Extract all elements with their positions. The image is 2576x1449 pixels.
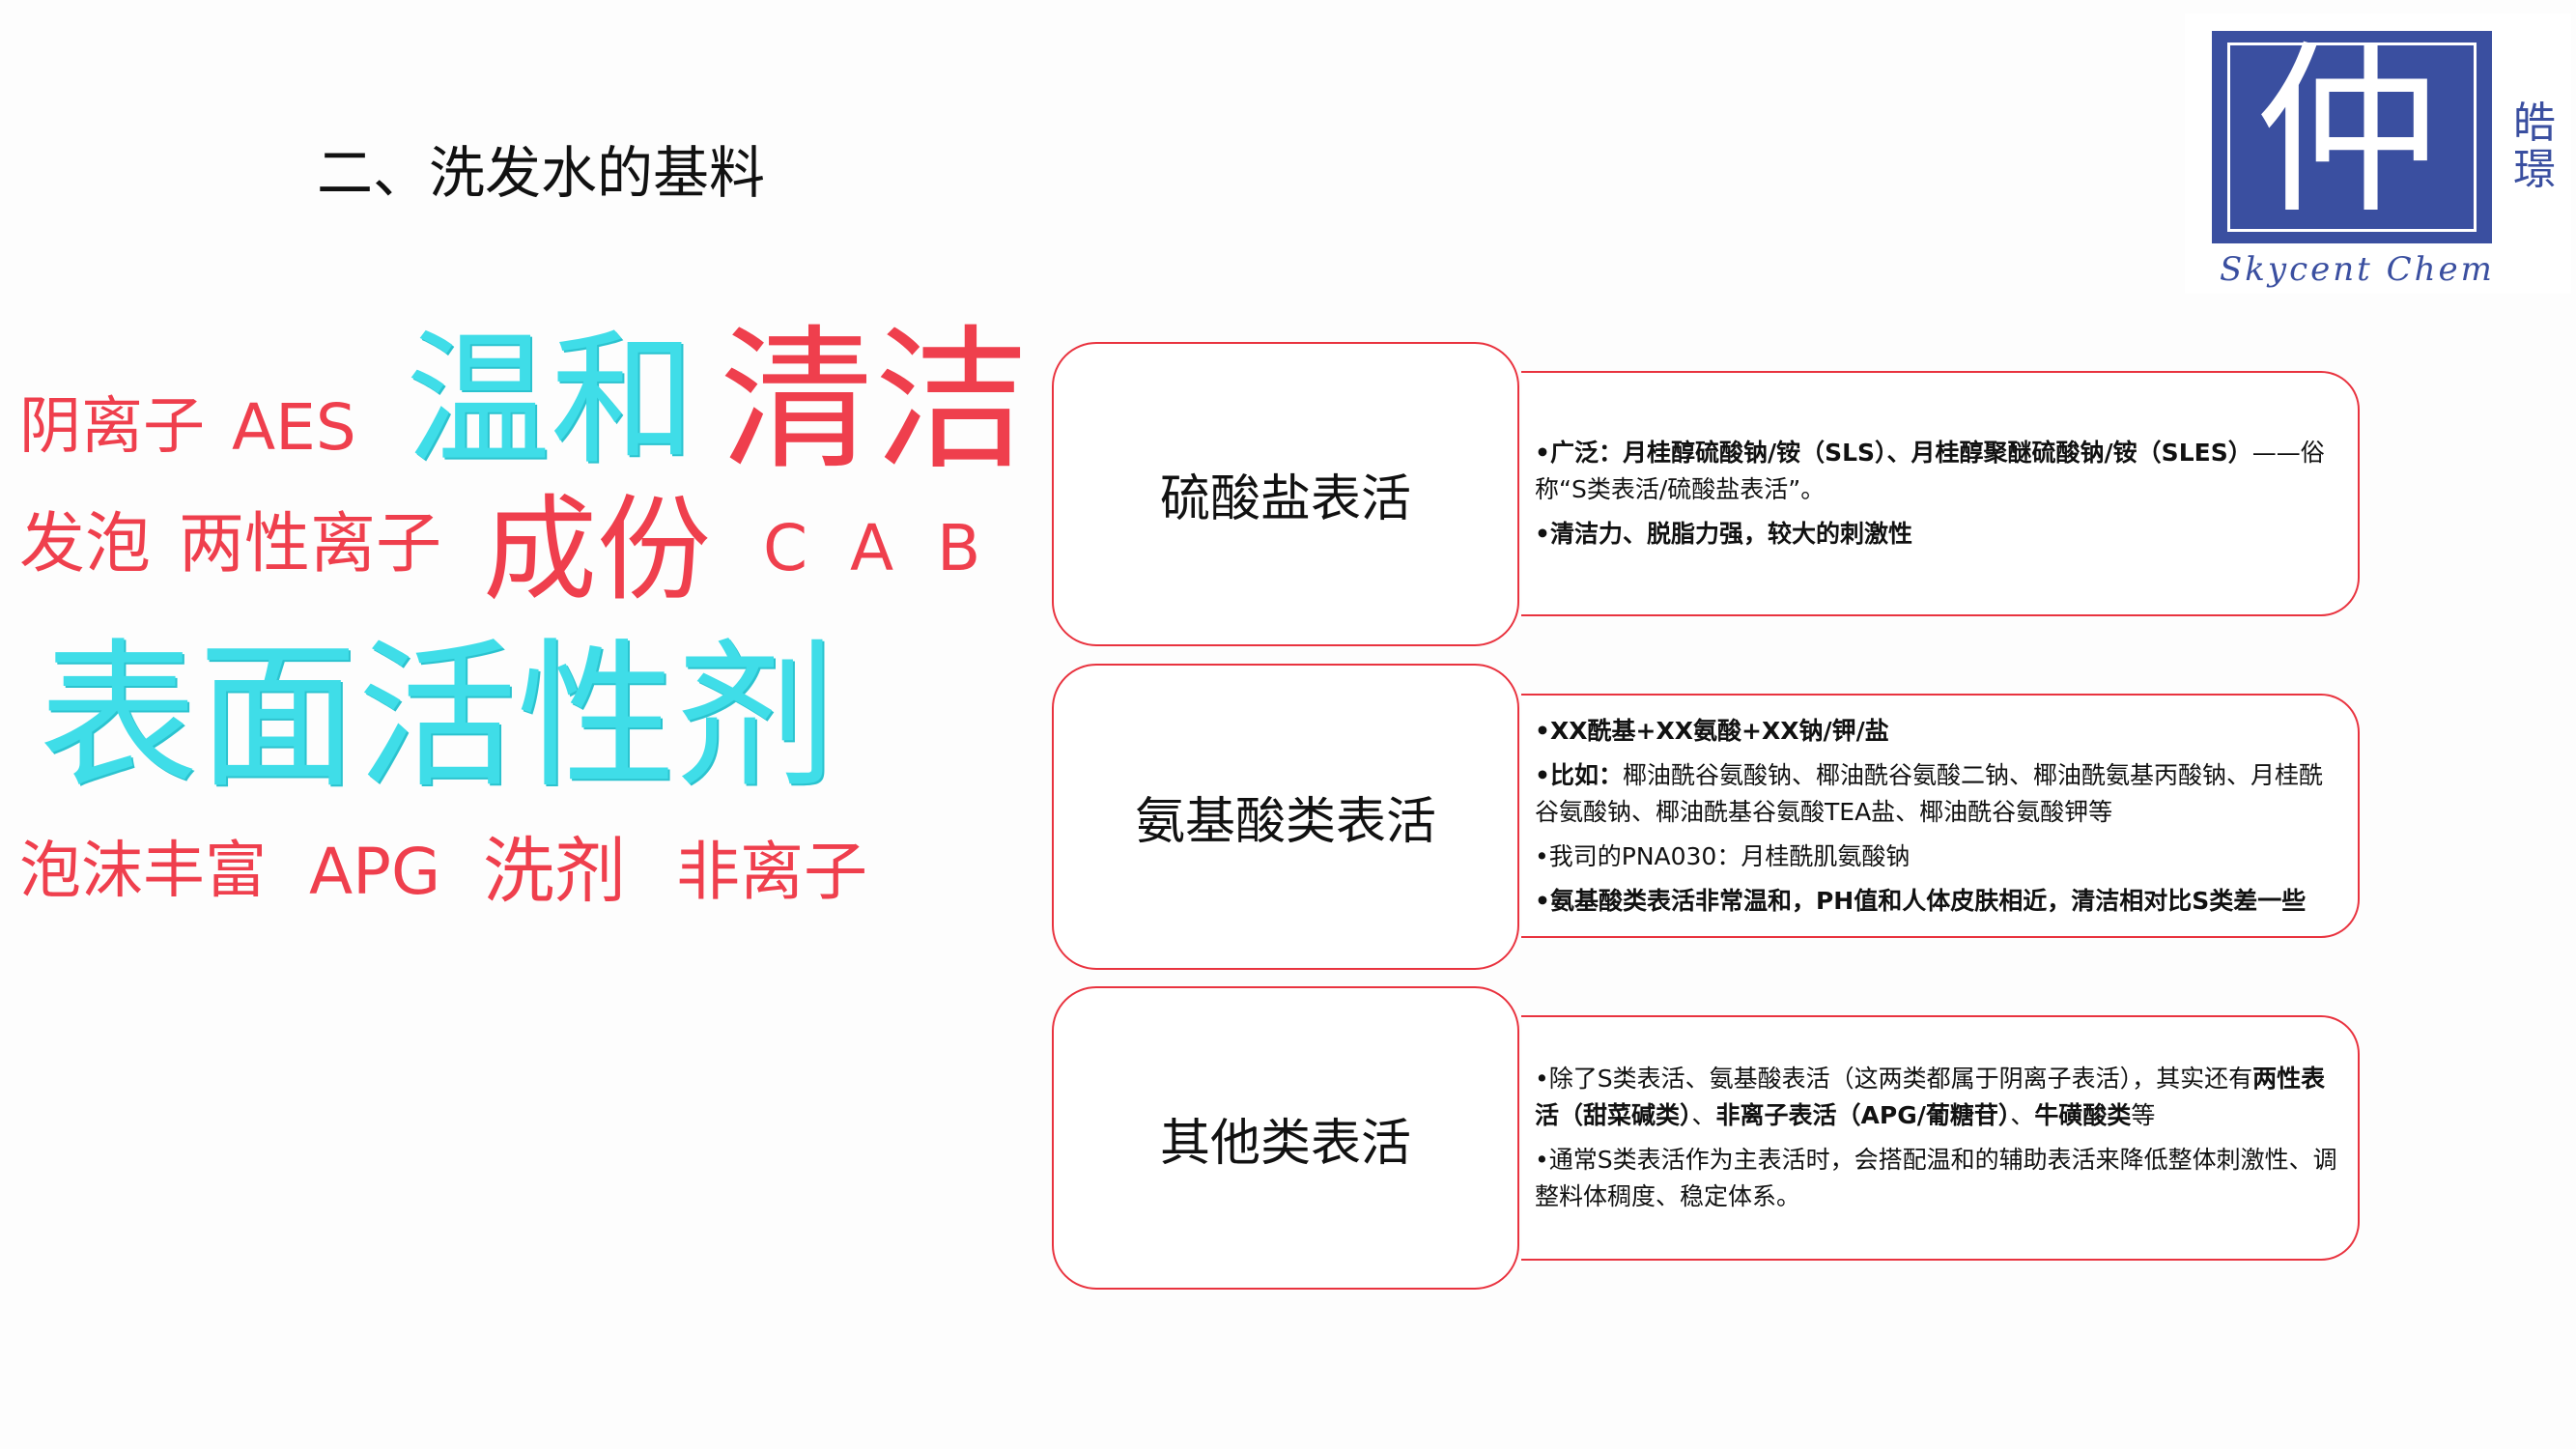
detail-text: 等: [2131, 1101, 2156, 1129]
word-nonionic: 非离子: [676, 835, 867, 909]
word-mild: 温和: [406, 317, 696, 485]
word-apg: APG: [309, 835, 441, 909]
word-ingredient: 成份: [483, 483, 712, 616]
detail-text: •除了S类表活、氨基酸表活（这两类都属于阴离子表活），其实还有: [1535, 1065, 2253, 1093]
logo-side-text: 皓璟: [2507, 99, 2562, 194]
word-cloud: 阴离子 AES 温和 清洁 发泡 两性离子 成份 C A B 表面活性剂 泡沫丰…: [0, 290, 1043, 1159]
logo-glyph: 仲: [2255, 31, 2440, 239]
detail-text: •氨基酸类表活非常温和，PH值和人体皮肤相近，清洁相对比S类差一些: [1535, 886, 2307, 915]
word-aes: AES: [232, 390, 356, 465]
detail-text: •比如：: [1535, 760, 1623, 789]
category-detail-amino-acid: •XX酰基+XX氨酸+XX钠/钾/盐 •比如：椰油酰谷氨酸钠、椰油酰谷氨酸二钠、…: [1521, 694, 2360, 938]
word-anion: 阴离子: [19, 391, 205, 463]
slide-title: 二、洗发水的基料: [317, 140, 766, 206]
detail-text: •清洁力、脱脂力强，较大的刺激性: [1535, 520, 1912, 548]
detail-text: 牛磺酸类: [2034, 1101, 2132, 1129]
word-a: A: [850, 511, 894, 585]
detail-text: 、: [1691, 1101, 1716, 1129]
detail-text: •通常S类表活作为主表活时，会搭配温和的辅助表活来降低整体刺激性、调整料体稠度、…: [1535, 1146, 2337, 1210]
detail-text: 、: [2010, 1101, 2035, 1129]
word-amphoteric: 两性离子: [179, 506, 442, 582]
category-label-amino-acid: 氨基酸类表活: [1052, 664, 1519, 970]
logo-frame: 仲: [2212, 31, 2492, 243]
category-label-sulfate: 硫酸盐表活: [1052, 342, 1519, 646]
word-c: C: [763, 511, 808, 585]
word-surfactant: 表面活性剂: [39, 624, 835, 810]
word-foaming: 发泡: [19, 506, 152, 582]
category-label-other: 其他类表活: [1052, 986, 1519, 1290]
detail-text: •广泛：月桂醇硫酸钠/铵（SLS）、月桂醇聚醚硫酸钠/铵（SLES）: [1535, 439, 2252, 467]
logo-english: Skycent Chem: [2214, 250, 2501, 289]
word-rich-foam: 泡沫丰富: [19, 836, 267, 907]
word-clean: 清洁: [720, 310, 1030, 491]
word-b: B: [937, 511, 981, 585]
category-detail-other: •除了S类表活、氨基酸表活（这两类都属于阴离子表活），其实还有两性表活（甜菜碱类…: [1521, 1015, 2360, 1261]
company-logo: 仲 皓璟 Skycent Chem: [2185, 14, 2571, 294]
detail-text: •XX酰基+XX氨酸+XX钠/钾/盐: [1535, 716, 1889, 745]
detail-text: ——俗称“S类表活/硫酸盐表活”。: [1535, 439, 2325, 503]
detail-text: 两性表活（甜菜碱类）: [1535, 1065, 2326, 1129]
detail-text: •我司的PNA030：月桂酰肌氨酸钠: [1535, 841, 1911, 870]
detail-text: 非离子表活（APG/葡糖苷）: [1715, 1101, 2011, 1129]
word-detergent: 洗剂: [483, 830, 626, 913]
detail-text: 椰油酰谷氨酸钠、椰油酰谷氨酸二钠、椰油酰氨基丙酸钠、月桂酰谷氨酸钠、椰油酰基谷氨…: [1535, 760, 2323, 826]
category-detail-sulfate: •广泛：月桂醇硫酸钠/铵（SLS）、月桂醇聚醚硫酸钠/铵（SLES）——俗称“S…: [1521, 371, 2360, 616]
